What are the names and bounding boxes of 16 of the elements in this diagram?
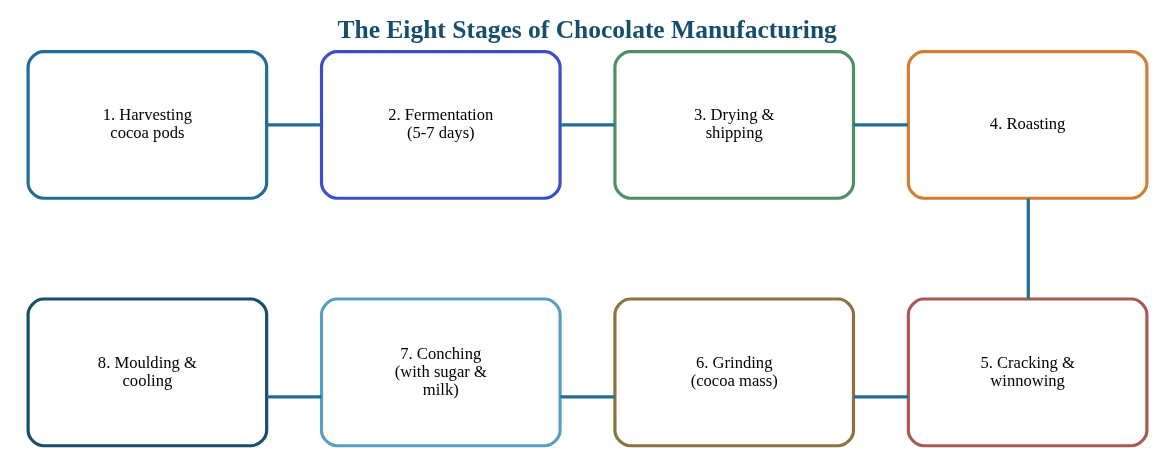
node-box: 7. Conching (with sugar & milk) <box>319 297 562 448</box>
connector <box>853 123 908 127</box>
connector <box>266 123 322 127</box>
node-box: 3. Drying & shipping <box>613 49 856 200</box>
diagram-title: The Eight Stages of Chocolate Manufacturing <box>337 14 837 44</box>
connector <box>560 123 615 127</box>
node-box: 2. Fermentation (5-7 days) <box>319 49 562 200</box>
connector <box>853 395 909 399</box>
connector <box>560 395 615 399</box>
node-box: 8. Moulding & cooling <box>26 297 269 448</box>
node-box: 6. Grinding (cocoa mass) <box>613 297 856 448</box>
node-box: 5. Cracking & winnowing <box>906 297 1149 448</box>
connector <box>1026 198 1030 299</box>
node-box: 4. Roasting <box>906 49 1149 200</box>
node-box: 1. Harvesting cocoa pods <box>26 49 269 200</box>
connector <box>267 395 322 399</box>
